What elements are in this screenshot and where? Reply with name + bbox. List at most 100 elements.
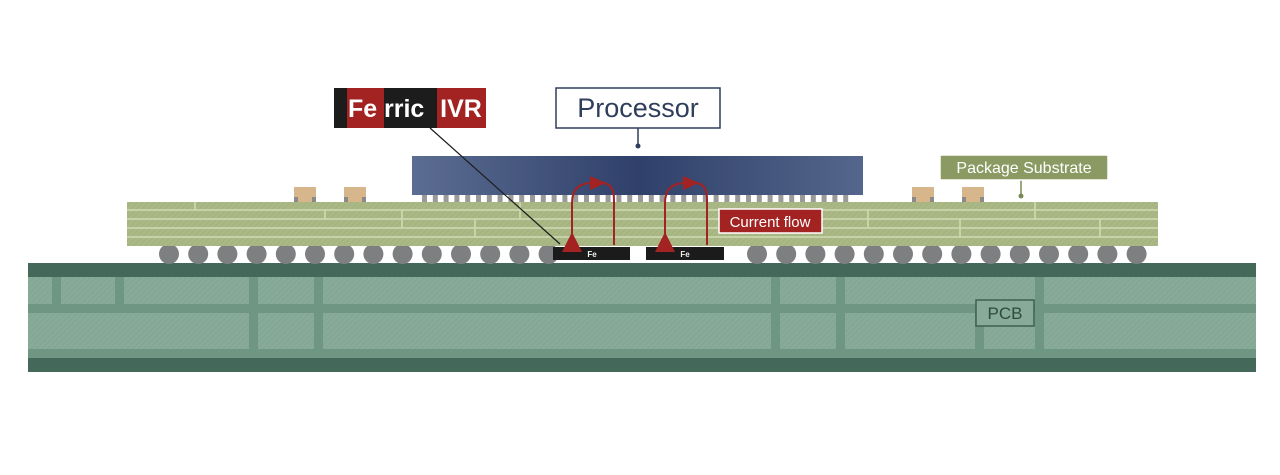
processor-bump <box>638 195 643 202</box>
solder-ball <box>275 244 296 264</box>
processor-bump <box>843 195 849 202</box>
solder-ball <box>922 244 943 264</box>
solder-ball <box>1039 244 1059 264</box>
processor-bump <box>670 195 676 202</box>
processor-bump <box>551 195 557 202</box>
pcb-body <box>28 277 1256 358</box>
substrate-leader-dot <box>1018 193 1024 199</box>
processor-bump <box>584 195 589 202</box>
solder-ball <box>805 244 826 264</box>
processor-bump <box>746 195 751 202</box>
processor-bump <box>767 195 773 202</box>
processor-bump <box>789 195 795 202</box>
solder-ball <box>893 244 913 264</box>
solder-ball <box>217 244 238 264</box>
substrate-label: Package Substrate <box>956 160 1091 177</box>
solder-ball <box>480 244 501 264</box>
solder-ball <box>863 244 884 264</box>
brand-ivr-box <box>437 88 486 128</box>
brand-fe-box <box>347 88 384 128</box>
solder-ball <box>509 244 530 264</box>
processor-label: Processor <box>577 93 699 123</box>
substrate-pads <box>294 187 984 202</box>
pcb-label: PCB <box>988 304 1023 323</box>
processor-bump <box>648 195 654 202</box>
current-flow-arrowheads <box>562 176 699 252</box>
solder-ball <box>1068 244 1089 264</box>
pcb-layers <box>28 277 1256 358</box>
solder-ball <box>451 244 471 264</box>
solder-ball <box>776 244 797 264</box>
package-substrate-callout: Package Substrate <box>939 154 1109 199</box>
processor-bump <box>778 195 784 202</box>
processor-bump <box>627 195 633 202</box>
solder-ball <box>747 244 767 264</box>
processor-bump <box>692 195 697 202</box>
processor-bump <box>702 195 708 202</box>
processor-bump <box>497 195 503 202</box>
processor-bump <box>800 195 805 202</box>
solder-ball <box>363 244 384 264</box>
processor-die <box>412 156 863 202</box>
processor-bump <box>713 195 719 202</box>
processor-bump <box>681 195 687 202</box>
processor-body <box>412 156 863 195</box>
solder-ball <box>392 244 413 264</box>
solder-balls <box>159 244 1147 264</box>
arrowhead-right-2 <box>683 176 699 190</box>
pcb-label-box <box>975 299 1035 327</box>
solder-ball <box>951 244 972 264</box>
current-flow-label: Current flow <box>730 214 811 231</box>
solder-ball <box>305 244 325 264</box>
solder-ball <box>980 244 1001 264</box>
pcb-bottom-edge <box>28 358 1256 372</box>
substrate-body <box>127 202 1158 246</box>
brand-rric-text: rric <box>384 95 424 123</box>
ferric-leader <box>429 127 561 245</box>
processor-bump <box>724 195 730 202</box>
processor-bump <box>465 195 471 202</box>
processor-bump <box>594 195 600 202</box>
solder-ball <box>334 244 355 264</box>
processor-bump <box>605 195 611 202</box>
solder-ball <box>834 244 855 264</box>
current-flow-callout: Current flow <box>718 208 823 234</box>
substrate-pad-feet <box>294 197 984 202</box>
solder-ball <box>1009 244 1030 264</box>
processor-bump <box>476 195 481 202</box>
processor-bump <box>540 195 546 202</box>
processor-callout: Processor <box>555 87 721 149</box>
processor-bump <box>486 195 492 202</box>
current-flow-box <box>718 208 823 234</box>
arrowhead-up-1 <box>562 232 582 252</box>
package-substrate <box>127 187 1158 246</box>
solder-ball <box>1097 244 1118 264</box>
processor-bumps <box>422 195 849 202</box>
processor-bump <box>562 195 568 202</box>
processor-bump <box>454 195 460 202</box>
processor-bump <box>432 195 438 202</box>
processor-bump <box>422 195 427 202</box>
processor-leader-dot <box>635 143 641 149</box>
pcb-top-edge <box>28 263 1256 277</box>
ivr-chip-2-label: Fe <box>680 250 690 259</box>
solder-ball <box>188 244 209 264</box>
solder-ball <box>159 244 179 264</box>
pcb: PCB <box>28 263 1256 372</box>
processor-label-box <box>555 87 721 129</box>
processor-bump <box>659 195 665 202</box>
processor-bump <box>821 195 827 202</box>
substrate-label-box <box>939 154 1109 181</box>
processor-bump <box>756 195 762 202</box>
processor-bump <box>573 195 579 202</box>
processor-bump <box>616 195 622 202</box>
solder-ball <box>246 244 267 264</box>
brand-fe-text: Fe <box>348 95 377 123</box>
arrowhead-up-2 <box>655 232 675 252</box>
processor-bump <box>810 195 816 202</box>
solder-ball <box>421 244 442 264</box>
arrowhead-right-1 <box>590 176 606 190</box>
substrate-layers <box>127 202 1158 238</box>
brand-ivr-text: IVR <box>440 95 482 123</box>
